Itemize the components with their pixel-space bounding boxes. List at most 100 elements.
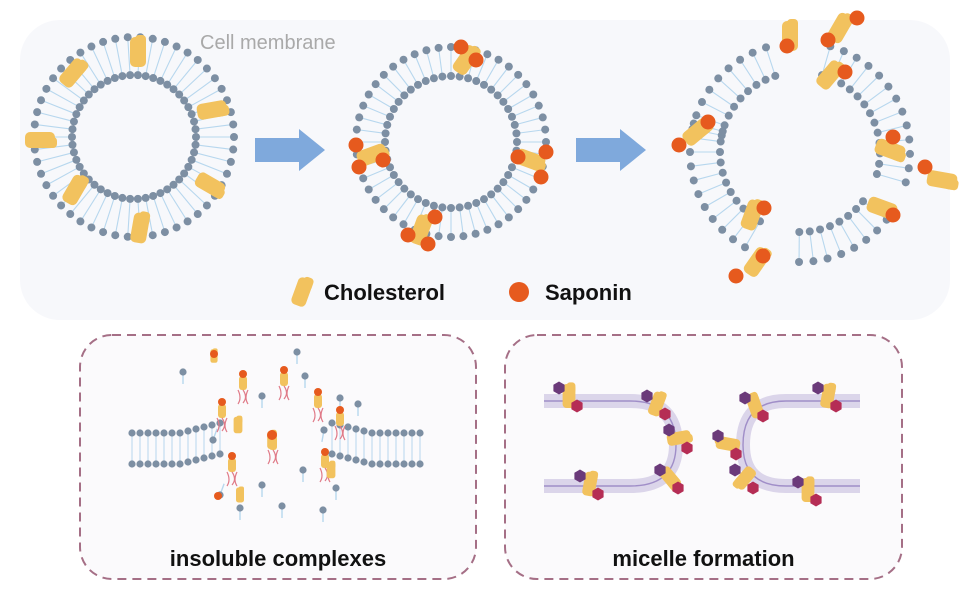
saponin-icon <box>534 170 549 185</box>
saponin-icon <box>239 370 247 378</box>
lipid-head <box>360 427 367 434</box>
lipid-head <box>495 56 503 64</box>
cholesterol-icon <box>234 416 243 434</box>
lipid-head <box>905 136 913 144</box>
lipid-head <box>344 423 351 430</box>
lipid-head <box>161 228 169 236</box>
lipid-head <box>200 454 207 461</box>
saponin-icon <box>756 249 771 264</box>
lipid-head <box>730 103 738 111</box>
lipid-head <box>111 74 119 82</box>
lipid-head <box>395 98 403 106</box>
saponin-icon <box>850 11 865 26</box>
lipid-head <box>384 460 391 467</box>
lipid-head <box>854 92 862 100</box>
cholesterol-ring <box>135 35 146 49</box>
saponin-icon <box>321 448 329 456</box>
lipid-head <box>435 232 443 240</box>
lipid-head <box>37 96 45 104</box>
lipid-head <box>859 197 867 205</box>
lipid-head <box>795 258 803 266</box>
lipid-head <box>400 56 408 64</box>
lipid-head <box>68 125 76 133</box>
lipid-head <box>192 141 200 149</box>
panel-micelle-formation <box>505 335 902 579</box>
lipid-head <box>359 174 367 182</box>
lipid-head <box>126 71 134 79</box>
lipid-head <box>400 429 407 436</box>
lipid-head <box>152 429 159 436</box>
lipid-head <box>31 120 39 128</box>
lipid-head <box>438 73 446 81</box>
lipid-head <box>522 80 530 88</box>
saponin-icon <box>376 153 391 168</box>
lipid-head <box>717 158 725 166</box>
lipid-head <box>719 169 727 177</box>
lipid-head <box>416 460 423 467</box>
lipid-head <box>737 94 745 102</box>
lipid-head <box>447 233 455 241</box>
lipid-head <box>383 121 391 129</box>
cholesterol-body <box>280 372 288 386</box>
lipid-head <box>414 81 422 89</box>
lipid-head <box>422 199 430 207</box>
lipid-head <box>203 201 211 209</box>
lipid-head <box>76 103 84 111</box>
lipid-head <box>184 103 192 111</box>
lipid-head <box>278 502 285 509</box>
lipid-head <box>508 113 516 121</box>
lipid-head <box>227 158 235 166</box>
lipid-head <box>464 74 472 82</box>
lipid-head <box>435 44 443 52</box>
lipid-head <box>390 105 398 113</box>
cholesterol-icon <box>327 461 336 479</box>
lipid-head <box>505 213 513 221</box>
lipid-head <box>328 450 335 457</box>
lipid-head <box>179 368 186 375</box>
saponin-icon <box>701 115 716 130</box>
lipid-head <box>176 429 183 436</box>
saponin-icon <box>280 366 288 374</box>
lipid-head <box>749 49 757 57</box>
lipid-head <box>118 72 126 80</box>
lipid-head <box>392 429 399 436</box>
saponin-icon <box>214 492 222 500</box>
lipid-head <box>128 460 135 467</box>
lipid-head <box>152 460 159 467</box>
lipid-head <box>725 112 733 120</box>
lipid-head <box>522 196 530 204</box>
lipid-head <box>539 113 547 121</box>
lipid-head <box>430 74 438 82</box>
lipid-head <box>483 50 491 58</box>
cholesterol-icon <box>25 132 57 148</box>
lipid-head <box>299 466 306 473</box>
lipid-head <box>744 87 752 95</box>
lipid-head <box>687 162 695 170</box>
lipid-head <box>376 460 383 467</box>
lipid-head <box>698 98 706 106</box>
lipid-head <box>459 232 467 240</box>
lipid-head <box>190 118 198 126</box>
lipid-head <box>352 425 359 432</box>
lipid-head <box>400 91 408 99</box>
saponin-icon <box>421 237 436 252</box>
lipid-head <box>144 460 151 467</box>
lipid-head <box>407 190 415 198</box>
lipid-head <box>118 194 126 202</box>
lipid-head <box>99 38 107 46</box>
lipid-head <box>422 46 430 54</box>
lipid-head <box>180 97 188 105</box>
lipid-head <box>844 212 852 220</box>
lipid-head <box>190 148 198 156</box>
lipid-head <box>184 458 191 465</box>
lipid-head <box>719 127 727 135</box>
lipid-head <box>408 460 415 467</box>
lipid-head <box>430 202 438 210</box>
lipid-head <box>376 429 383 436</box>
lipid-head <box>464 202 472 210</box>
lipid-head <box>837 250 845 258</box>
cholesterol-ring <box>567 382 576 393</box>
lipid-head <box>173 43 181 51</box>
lipid-head <box>736 56 744 64</box>
lipid-head <box>741 243 749 251</box>
